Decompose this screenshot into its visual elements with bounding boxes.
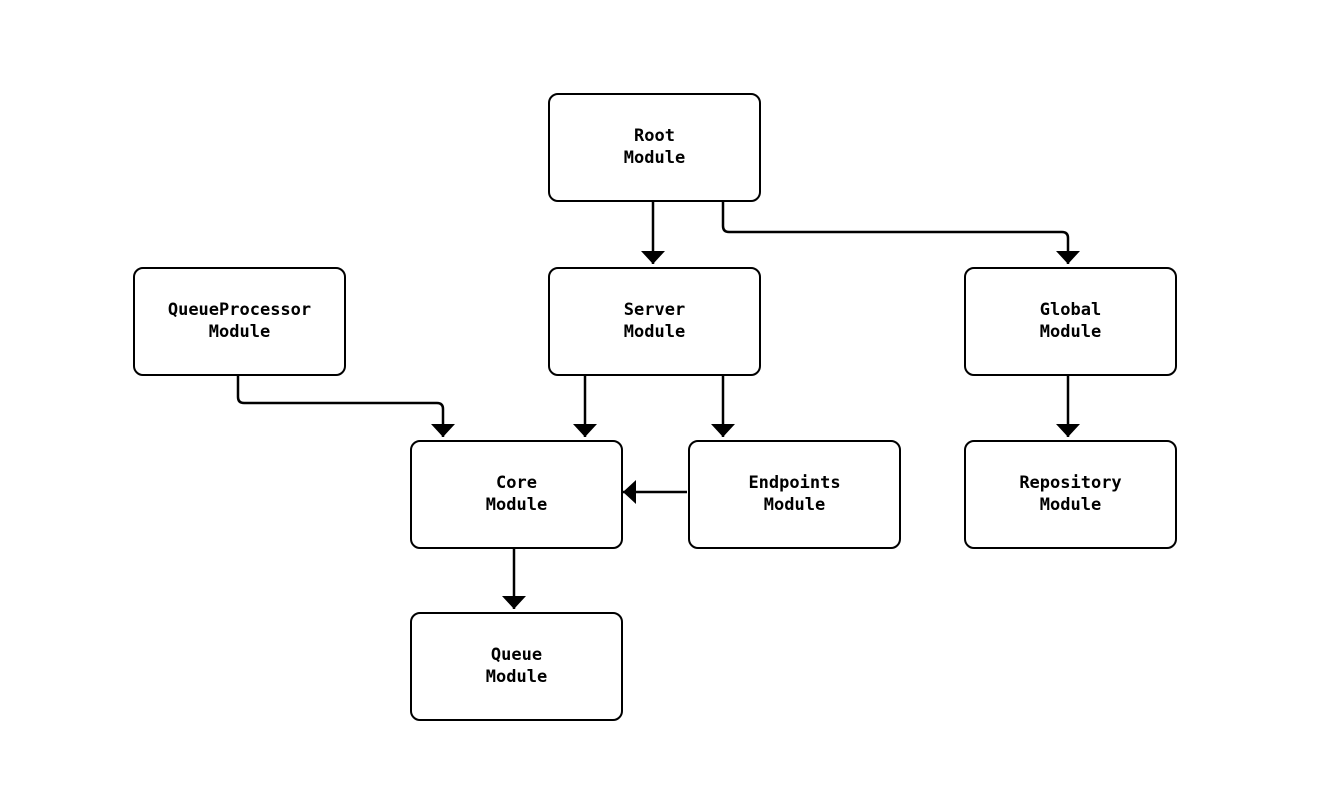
node-core-module: Core Module bbox=[410, 440, 623, 549]
node-server-module-label: Server Module bbox=[623, 300, 686, 342]
node-queueprocessor-module: QueueProcessor Module bbox=[133, 267, 346, 376]
node-server-module: Server Module bbox=[548, 267, 761, 376]
node-repository-module-label: Repository Module bbox=[1019, 473, 1122, 515]
node-endpoints-module-label: Endpoints Module bbox=[748, 473, 841, 515]
node-queue-module-label: Queue Module bbox=[485, 645, 548, 687]
node-global-module-label: Global Module bbox=[1039, 300, 1102, 342]
edge-queueprocessor-to-core bbox=[236, 373, 455, 437]
node-core-module-label: Core Module bbox=[485, 473, 548, 515]
edge-root-to-global bbox=[721, 198, 1080, 264]
node-root-module-label: Root Module bbox=[623, 126, 686, 168]
node-root-module: Root Module bbox=[548, 93, 761, 202]
node-queue-module: Queue Module bbox=[410, 612, 623, 721]
node-endpoints-module: Endpoints Module bbox=[688, 440, 901, 549]
node-global-module: Global Module bbox=[964, 267, 1177, 376]
node-queueprocessor-module-label: QueueProcessor Module bbox=[167, 300, 312, 342]
node-repository-module: Repository Module bbox=[964, 440, 1177, 549]
